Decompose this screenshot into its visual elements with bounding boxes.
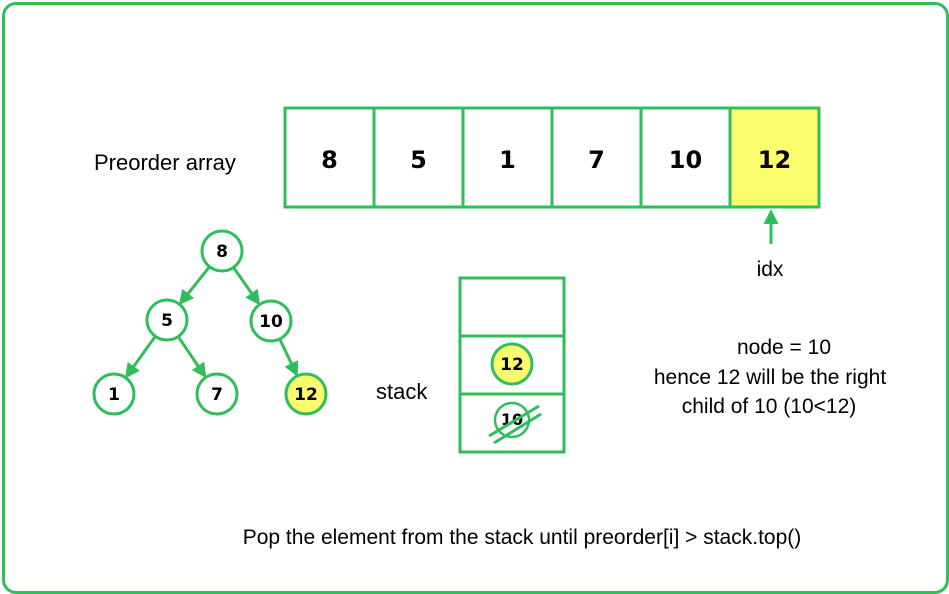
tree-node [284,372,328,416]
array-cell [639,106,732,209]
tree-node [249,299,293,343]
tree-node [200,229,244,273]
binary-search-tree: 8 5 10 1 7 12 [92,229,328,416]
stack-label: stack [376,379,428,404]
stack-item-circle [490,342,534,386]
stack-item-value: 12 [500,355,524,375]
array-cell-value: 5 [410,146,427,174]
tree-edge-arrow [125,335,157,379]
array-cell [728,106,821,209]
tree-node-label: 1 [108,385,120,405]
array-cell-value: 12 [758,146,791,174]
note-line: hence 12 will be the right [654,366,886,389]
array-cell [372,106,465,209]
tree-node [145,298,189,342]
array-cell [283,106,376,209]
array-cell-value: 8 [321,146,338,174]
array-cell-value: 10 [669,146,702,174]
tree-edges [125,265,299,379]
tree-edge-arrow [278,338,299,377]
array-cell-value: 1 [499,146,516,174]
tree-node-label: 10 [259,312,283,332]
tree-edge-arrow [178,265,211,306]
note-line: child of 10 (10<12) [682,395,857,418]
array-cell [550,106,643,209]
tree-node-label: 5 [161,311,173,331]
strike-out-icon [493,412,542,445]
tree-node [92,372,136,416]
tree-node-label: 8 [216,242,228,262]
strike-out-icon [488,404,540,438]
tree-node-label: 12 [294,385,318,405]
note-line: node = 10 [737,336,831,359]
array-cell-value: 7 [588,146,605,174]
idx-label: idx [757,258,784,281]
preorder-array: 8 5 1 7 10 12 [283,106,821,209]
explanation-note: node = 10 hence 12 will be the right chi… [654,336,886,418]
tree-edge-arrow [176,335,207,379]
tree-edge-arrow [232,266,261,306]
tree-node [195,372,239,416]
tree-node-label: 7 [211,385,223,405]
array-label: Preorder array [94,150,236,175]
caption: Pop the element from the stack until pre… [243,526,802,549]
